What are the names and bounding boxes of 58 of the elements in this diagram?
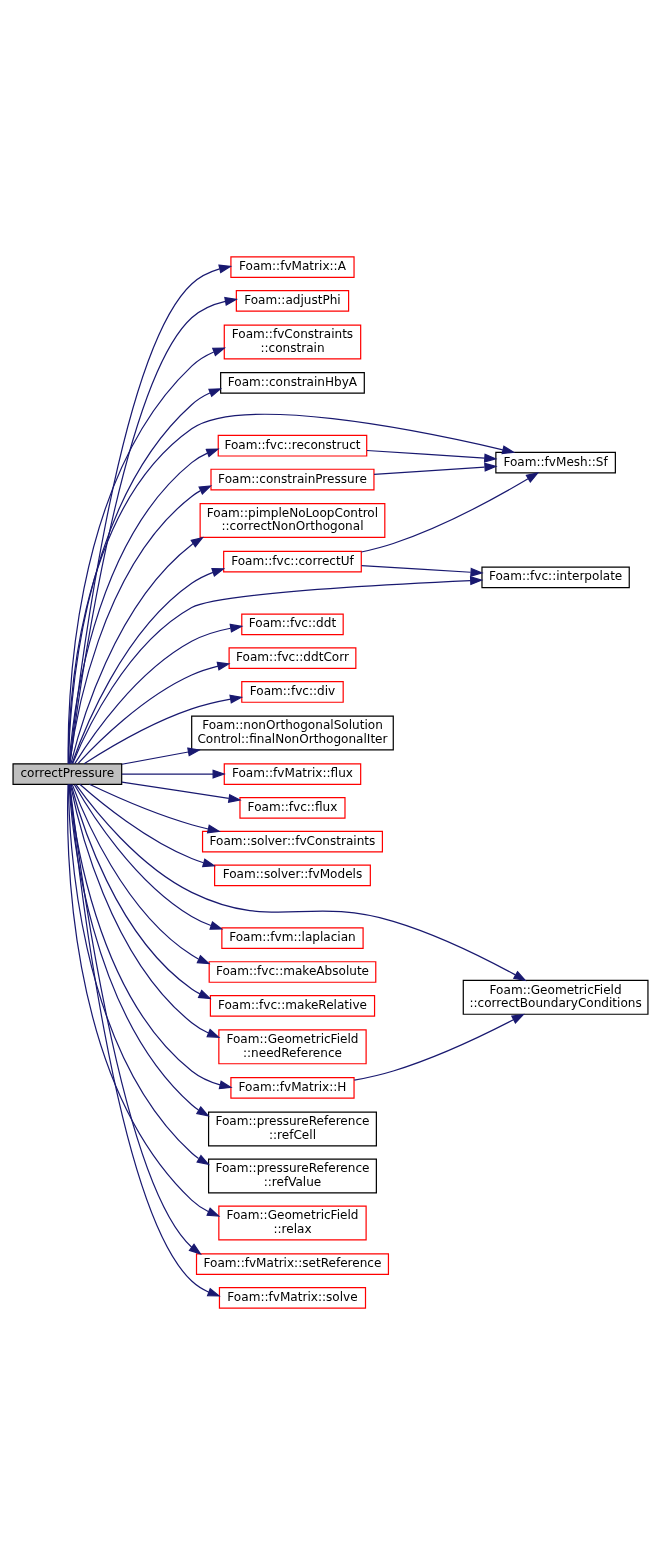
arrow — [75, 783, 527, 982]
node-box: Foam::fvm::laplacian — [221, 927, 364, 950]
arrow — [83, 694, 244, 765]
arrow — [88, 783, 221, 834]
arrow — [73, 784, 224, 930]
node-box: Foam::constrainPressure — [210, 468, 375, 491]
arrow — [360, 472, 540, 553]
node-box: Foam::fvConstraints ::constrain — [223, 324, 362, 360]
node-box: Foam::fvMatrix::solve — [218, 1287, 367, 1309]
arrow — [121, 781, 242, 803]
node-box: Foam::pressureReference ::refCell — [208, 1111, 377, 1147]
node-box: Foam::solver::fvConstraints — [201, 830, 383, 853]
arrow — [70, 784, 212, 1000]
node-box: Foam::solver::fvModels — [214, 864, 371, 887]
arrow — [68, 784, 233, 1090]
node-box: Foam::pressureReference ::refValue — [208, 1158, 377, 1194]
node-box: Foam::GeometricField ::correctBoundaryConditions — [462, 979, 649, 1015]
arrow — [79, 783, 216, 868]
arrow — [67, 413, 516, 765]
node-box: Foam::fvMesh::Sf — [495, 451, 616, 474]
arrow — [70, 536, 204, 764]
node-box: Foam::fvc::reconstruct — [217, 434, 368, 457]
arrow — [71, 568, 226, 765]
arrow — [69, 783, 202, 1255]
node-box: Foam::fvMatrix::setReference — [195, 1253, 390, 1275]
node-box: Foam::constrainHbyA — [220, 372, 365, 394]
arrow — [69, 485, 213, 764]
node-box: Foam::fvMatrix::flux — [223, 763, 362, 785]
node-box: Foam::fvc::interpolate — [481, 566, 630, 589]
arrow — [373, 462, 498, 475]
node-box: Foam::fvc::flux — [239, 797, 346, 819]
node-box: Foam::fvc::ddt — [241, 613, 344, 636]
arrow — [68, 784, 221, 1297]
arrow — [121, 747, 201, 765]
node-box: Foam::GeometricField ::needReference — [218, 1029, 367, 1065]
node-box: Foam::fvc::correctUf — [223, 550, 362, 573]
arrow — [360, 565, 484, 577]
node-box: Foam::pimpleNoLoopControl ::correctNonOrthogonal — [199, 503, 386, 539]
node-box: Foam::fvc::div — [241, 681, 344, 703]
arrow — [68, 448, 220, 764]
arrow — [121, 769, 226, 779]
node-box: Foam::fvc::makeAbsolute — [208, 961, 377, 983]
node-box: Foam::fvMatrix::A — [230, 256, 355, 278]
arrow — [69, 783, 221, 1038]
arrow — [366, 449, 498, 463]
arrow — [72, 576, 484, 765]
node-box: correctPressure — [12, 763, 123, 785]
arrow — [77, 661, 231, 765]
arrow — [353, 1013, 525, 1081]
node-box: Foam::GeometricField ::relax — [218, 1205, 367, 1241]
arrow — [67, 784, 221, 1217]
node-box: Foam::fvc::makeRelative — [209, 994, 376, 1017]
arrow — [74, 623, 244, 765]
node-box: Foam::fvc::ddtCorr — [228, 647, 357, 670]
node-box: Foam::adjustPhi — [235, 290, 350, 312]
arrow — [71, 783, 211, 965]
node-box: Foam::nonOrthogonalSolution Control::finalNonOrthogonalIter — [191, 715, 394, 751]
node-box: Foam::fvMatrix::H — [230, 1077, 355, 1099]
